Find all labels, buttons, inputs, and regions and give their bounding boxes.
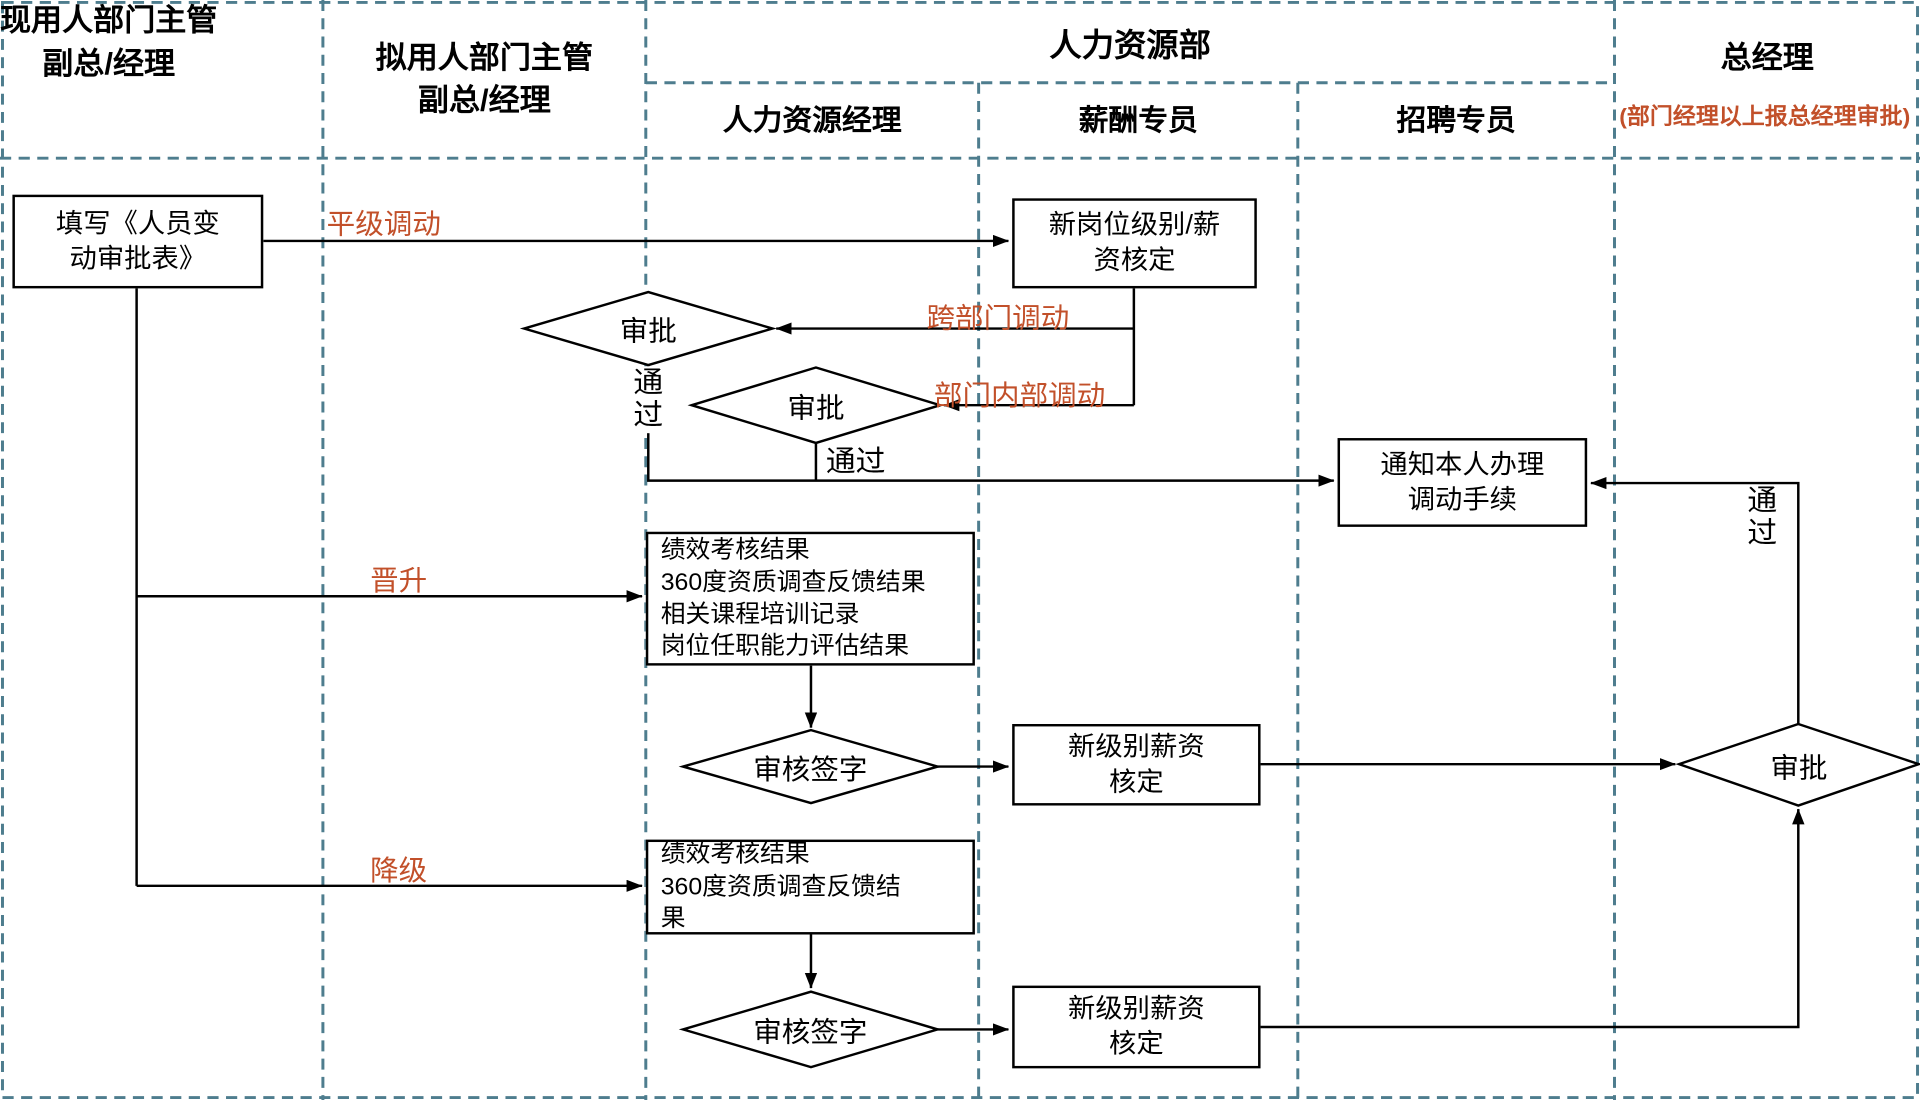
flow-box-promo-materials: 绩效考核结果 360度资质调查反馈结果 相关课程培训记录 岗位任职能力评估结果 (645, 531, 975, 666)
lane-header-hr-manager: 人力资源经理 (722, 104, 902, 138)
lane-header-recruit-specialist: 招聘专员 (1396, 104, 1516, 138)
edges (135, 234, 1805, 1036)
flow-box-demote-materials: 绩效考核结果 360度资质调查反馈结 果 (645, 839, 975, 935)
decision-gm-approve-label: 审批 (1770, 751, 1828, 784)
lane-header-gm: 总经理 (1720, 41, 1814, 76)
lane-header-comp-specialist: 薪酬专员 (1078, 104, 1198, 138)
edge-label-demotion: 降级 (370, 854, 428, 886)
decision-approve-intra-label: 审批 (787, 391, 845, 424)
edge-label-cross-dept-transfer: 跨部门调动 (926, 301, 1070, 334)
lane-header-current-dept: 现用人部门主管 副总/经理 (0, 3, 218, 81)
edge-salary2-to-gmapprove (1260, 808, 1805, 1029)
edge-label-lateral-transfer: 平级调动 (326, 208, 441, 240)
edge-label-promotion: 晋升 (370, 564, 428, 597)
pass-label-approve1: 通 过 (629, 366, 667, 433)
lane-header-gm-note: (部门经理以上报总经理审批) (1619, 103, 1911, 129)
pass-label-approve2: 通过 (825, 445, 886, 479)
edge-gmapprove-pass-to-notify (1590, 476, 1800, 725)
decision-reviewsign-demote-label: 审核签字 (753, 1016, 868, 1048)
decision-shapes (519, 290, 1920, 1069)
flow-box-notify-transfer: 通知本人办理 调动手续 (1337, 438, 1588, 527)
lane-header-hr-dept: 人力资源部 (1049, 26, 1211, 63)
decision-gm-approve-shape (1675, 722, 1920, 807)
flow-box-new-post-salary: 新岗位级别/薪 资核定 (1012, 198, 1257, 289)
decision-reviewsign-promo-label: 审核签字 (753, 753, 868, 785)
lane-header-proposed-dept: 拟用人部门主管 副总/经理 (375, 40, 594, 119)
flow-box-fill-form: 填写《人员变 动审批表》 (12, 194, 264, 289)
decision-reviewsign-demote-shape (678, 990, 942, 1069)
edge-label-intra-dept-transfer: 部门内部调动 (933, 379, 1106, 412)
decision-approve-intra-shape (687, 366, 945, 445)
decision-reviewsign-promo-shape (678, 728, 943, 805)
decision-approve-cross-label: 审批 (619, 315, 677, 347)
decision-approve-cross-shape (519, 290, 777, 367)
pass-label-gm-approve: 通 过 (1747, 484, 1778, 551)
flow-box-new-level-salary-promo: 新级别薪资 核定 (1012, 724, 1261, 806)
flow-box-new-level-salary-demote: 新级别薪资 核定 (1012, 985, 1261, 1069)
